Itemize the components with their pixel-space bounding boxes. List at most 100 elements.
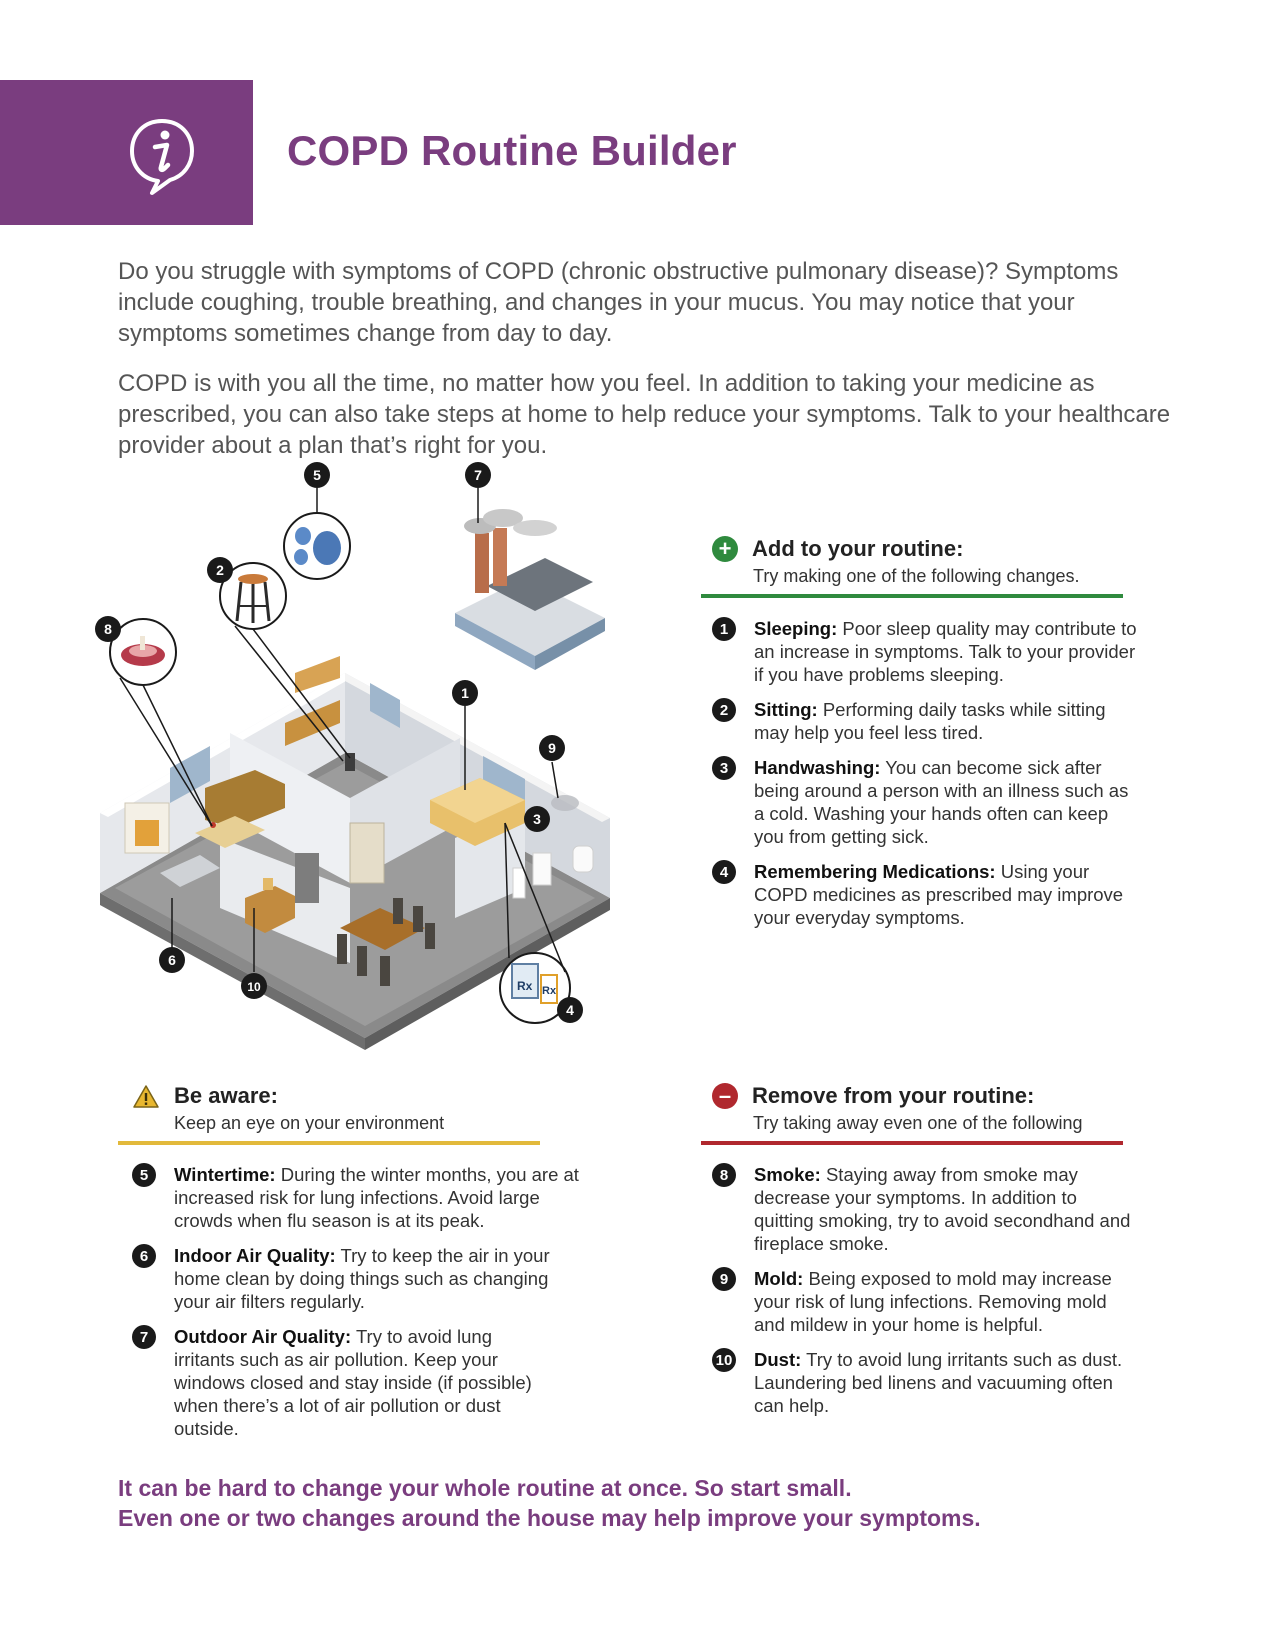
item-text: During the winter months, you are at inc…: [174, 1164, 579, 1231]
callout-label: 10: [247, 980, 261, 994]
item-label: Smoke:: [754, 1164, 821, 1185]
item-label: Wintertime:: [174, 1164, 276, 1185]
medication-callout: Rx Rx: [499, 952, 571, 1024]
add-routine-subtitle: Try making one of the following changes.: [753, 566, 1080, 586]
be-aware-subtitle: Keep an eye on your environment: [174, 1113, 445, 1133]
callout-label: 2: [216, 562, 224, 578]
item-number: 3: [712, 756, 736, 780]
item-number: 6: [132, 1244, 156, 1268]
item-number: 9: [712, 1267, 736, 1291]
list-item: 1 Sleeping: Poor sleep quality may contr…: [712, 617, 1137, 686]
item-number: 8: [712, 1163, 736, 1187]
item-label: Outdoor Air Quality:: [174, 1326, 352, 1347]
be-aware-list: 5 Wintertime: During the winter months, …: [132, 1163, 597, 1452]
add-routine-list: 1 Sleeping: Poor sleep quality may contr…: [712, 617, 1137, 941]
list-item: 4 Remembering Medications: Using your CO…: [712, 860, 1137, 929]
callout-10: [241, 973, 267, 999]
item-number: 7: [132, 1325, 156, 1349]
be-aware-heading: Be aware:: [132, 1083, 278, 1109]
rx-label: Rx: [517, 979, 533, 993]
item-number: 2: [712, 698, 736, 722]
callout-label: 6: [168, 952, 176, 968]
be-aware-rule: [118, 1141, 540, 1145]
factory-building: [455, 509, 605, 670]
list-item: 6 Indoor Air Quality: Try to keep the ai…: [132, 1244, 597, 1313]
ashtray-callout: [109, 618, 177, 686]
item-text: Try to avoid lung irritants such as air …: [174, 1326, 532, 1439]
item-number: 4: [712, 860, 736, 884]
list-item: 8 Smoke: Staying away from smoke may dec…: [712, 1163, 1137, 1255]
header-band: [0, 80, 253, 225]
window: [170, 746, 210, 803]
item-label: Remembering Medications:: [754, 861, 996, 882]
callout-7: [465, 462, 491, 488]
list-item: 10 Dust: Try to avoid lung irritants suc…: [712, 1348, 1137, 1417]
door: [349, 822, 385, 884]
item-label: Indoor Air Quality:: [174, 1245, 336, 1266]
stool-callout: [219, 562, 287, 630]
callout-6: [159, 947, 185, 973]
sideboard: [245, 886, 295, 933]
callout-label: 7: [474, 467, 482, 483]
intro-paragraph-1: Do you struggle with symptoms of COPD (c…: [118, 258, 1119, 347]
list-item: 7 Outdoor Air Quality: Try to avoid lung…: [132, 1325, 597, 1440]
list-item: 5 Wintertime: During the winter months, …: [132, 1163, 597, 1232]
remove-routine-rule: [701, 1141, 1123, 1145]
callout-8: [95, 616, 121, 642]
item-text: You can become sick after being around a…: [754, 757, 1129, 847]
item-number: 10: [712, 1348, 736, 1372]
item-text: Being exposed to mold may increase your …: [754, 1268, 1112, 1335]
item-text: Performing daily tasks while sitting may…: [754, 699, 1106, 743]
item-text: Try to keep the air in your home clean b…: [174, 1245, 550, 1312]
toilet: [572, 845, 594, 873]
intro-paragraph-2: COPD is with you all the time, no matter…: [118, 370, 1171, 459]
item-number: 5: [132, 1163, 156, 1187]
remove-routine-heading: – Remove from your routine:: [712, 1083, 1034, 1109]
window: [483, 756, 525, 806]
winter-gear-callout: [283, 512, 351, 580]
item-label: Sitting:: [754, 699, 818, 720]
plus-circle-icon: +: [712, 536, 738, 562]
remove-routine-subtitle: Try taking away even one of the followin…: [753, 1113, 1083, 1133]
item-number: 1: [712, 617, 736, 641]
callout-label: 4: [566, 1002, 574, 1018]
callout-9: [539, 735, 565, 761]
callout-3: [524, 806, 550, 832]
item-text: Staying away from smoke may decrease you…: [754, 1164, 1131, 1254]
item-label: Mold:: [754, 1268, 804, 1289]
callout-label: 5: [313, 467, 321, 483]
add-routine-title: Add to your routine:: [752, 536, 964, 561]
home-illustration: Rx Rx 5 7 2 8 1 9 3 6 10 4: [95, 462, 610, 1050]
callout-label: 3: [533, 811, 541, 827]
list-item: 9 Mold: Being exposed to mold may increa…: [712, 1267, 1137, 1336]
sofa: [205, 770, 285, 828]
callout-4: [557, 997, 583, 1023]
stool: [345, 753, 355, 771]
remove-routine-list: 8 Smoke: Staying away from smoke may dec…: [712, 1163, 1137, 1429]
warning-triangle-icon: [133, 1084, 159, 1108]
be-aware-title: Be aware:: [174, 1083, 278, 1108]
item-text: Using your COPD medicines as prescribed …: [754, 861, 1124, 928]
item-label: Dust:: [754, 1349, 802, 1370]
list-item: 3 Handwashing: You can become sick after…: [712, 756, 1137, 848]
remove-routine-title: Remove from your routine:: [752, 1083, 1035, 1108]
footer-line-2: Even one or two changes around the house…: [118, 1505, 981, 1531]
rx-label: Rx: [542, 985, 557, 997]
callout-1: [452, 680, 478, 706]
sink: [532, 852, 552, 886]
item-text: Try to avoid lung irritants such as dust…: [754, 1349, 1123, 1416]
window: [370, 683, 400, 728]
callout-label: 1: [461, 685, 469, 701]
add-routine-heading: + Add to your routine:: [712, 536, 963, 562]
kitchen-cabinet: [295, 656, 340, 693]
minus-circle-icon: –: [712, 1083, 738, 1109]
footer-line-1: It can be hard to change your whole rout…: [118, 1475, 852, 1501]
item-text: Poor sleep quality may contribute to an …: [754, 618, 1137, 685]
page-title: COPD Routine Builder: [287, 127, 737, 174]
callout-5: [304, 462, 330, 488]
info-speech-bubble-icon: [130, 119, 194, 195]
dining-table: [340, 908, 425, 950]
item-label: Handwashing:: [754, 757, 881, 778]
callout-2: [207, 557, 233, 583]
callout-label: 8: [104, 621, 112, 637]
